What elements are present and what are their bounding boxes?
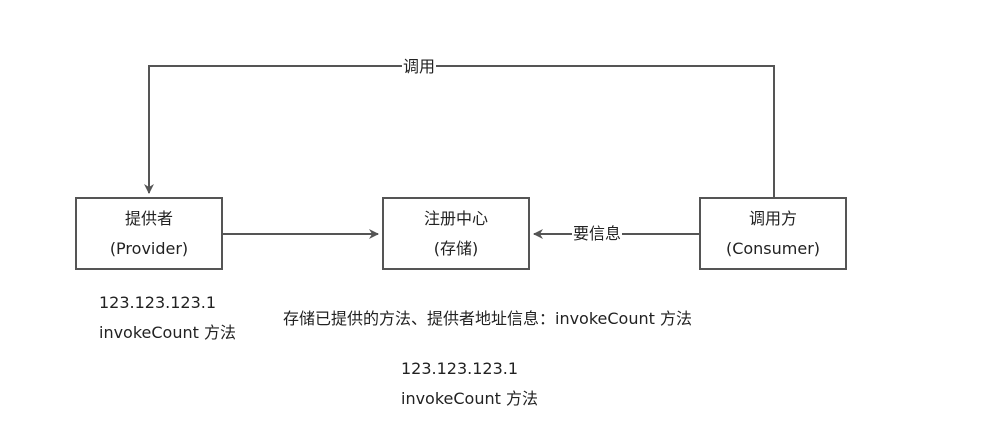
invoke-arrow	[144, 65, 775, 197]
registry-node-subtitle: (存储)	[433, 238, 479, 258]
registry-note-method: invokeCount 方法	[401, 389, 538, 408]
consumer-node[interactable]: 调用方 (Consumer)	[699, 197, 847, 270]
registry-node[interactable]: 注册中心 (存储)	[382, 197, 530, 270]
request-edge-label: 要信息	[572, 224, 623, 244]
provider-node[interactable]: 提供者 (Provider)	[75, 197, 223, 270]
provider-node-title: 提供者	[124, 208, 173, 228]
registry-note: 123.123.123.1 invokeCount 方法	[401, 354, 538, 414]
consumer-node-subtitle: (Consumer)	[725, 238, 821, 258]
provider-node-subtitle: (Provider)	[109, 238, 189, 258]
invoke-edge-label: 调用	[402, 57, 437, 77]
registry-description-note: 存储已提供的方法、提供者地址信息：invokeCount 方法	[283, 309, 692, 328]
consumer-node-title: 调用方	[748, 208, 797, 228]
provider-note-ip: 123.123.123.1	[99, 293, 217, 312]
provider-note: 123.123.123.1 invokeCount 方法	[99, 288, 236, 348]
registry-node-title: 注册中心	[423, 208, 488, 228]
registry-note-ip: 123.123.123.1	[401, 359, 519, 378]
provider-note-method: invokeCount 方法	[99, 323, 236, 342]
